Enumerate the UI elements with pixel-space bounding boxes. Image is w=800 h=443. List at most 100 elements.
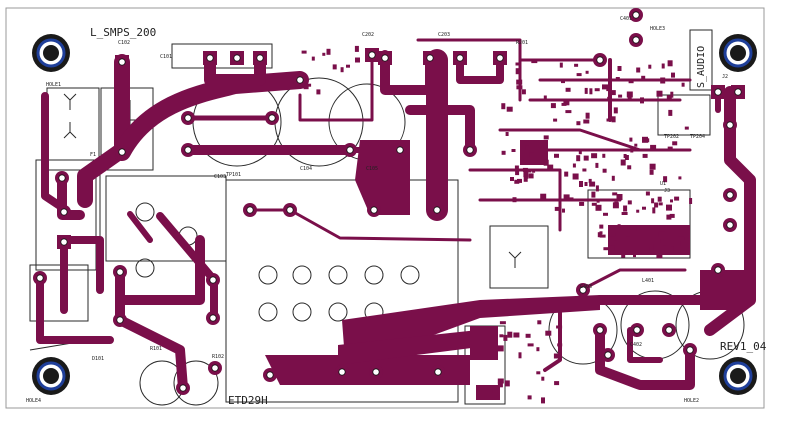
smd-pad (607, 96, 612, 100)
smd-pad (567, 197, 574, 202)
smd-pad (641, 75, 646, 79)
smd-pad (514, 179, 520, 184)
smd-pad (525, 333, 531, 338)
pad (293, 73, 307, 87)
label-j2: J2 (722, 74, 728, 80)
smd-pad (547, 164, 554, 169)
smd-pad (316, 89, 321, 95)
smd-pad (645, 191, 650, 196)
smd-pad (541, 376, 545, 381)
pad (335, 365, 349, 379)
smd-pad (531, 60, 538, 64)
label-c102: C102 (118, 40, 130, 46)
smd-pad (536, 347, 540, 352)
smd-pad (516, 85, 523, 90)
smd-pad (664, 250, 668, 254)
smd-pad (671, 242, 676, 247)
label-c104: C104 (300, 166, 312, 172)
smd-pad (614, 201, 619, 206)
smd-pad (595, 185, 599, 192)
board-revision: REV1_04 (720, 340, 767, 353)
smd-pad (525, 145, 530, 151)
smd-pad (654, 202, 659, 208)
smd-pad (557, 343, 563, 347)
smd-pad (689, 198, 693, 204)
smd-pad (633, 253, 636, 258)
smd-pad (340, 67, 344, 73)
smd-pad (516, 79, 523, 85)
smd-pad (545, 330, 552, 336)
label-hole3: HOLE3 (650, 26, 665, 32)
smd-pad (649, 169, 654, 175)
pad (243, 203, 257, 217)
pad (181, 111, 195, 125)
pad (365, 48, 379, 62)
pad (683, 343, 697, 357)
pad (423, 51, 437, 65)
smd-pad (514, 165, 519, 171)
smd-pad (629, 137, 633, 142)
label-tp204: TP204 (690, 134, 705, 140)
label-c203: C203 (438, 32, 450, 38)
board-title: L_SMPS_200 (90, 26, 156, 39)
smd-pad (523, 158, 529, 163)
smd-pad (576, 73, 582, 77)
smd-pad (611, 116, 616, 123)
smd-pad (621, 212, 628, 215)
smd-pad (513, 332, 520, 338)
smd-pad (670, 246, 674, 253)
smd-pad (565, 110, 572, 114)
pad (711, 85, 725, 99)
smd-pad (630, 148, 634, 153)
pad (208, 361, 222, 375)
pad (723, 118, 737, 132)
smd-pad (636, 209, 640, 213)
smd-pad (678, 236, 685, 241)
pad (630, 323, 644, 337)
smd-pad (599, 224, 604, 229)
smd-pad (650, 144, 657, 150)
label-r102: R102 (212, 354, 224, 360)
pad (115, 55, 129, 69)
smd-pad (606, 118, 612, 122)
smd-pad (523, 176, 528, 182)
smd-pad (322, 52, 326, 56)
pad (57, 235, 71, 249)
smd-pad (642, 206, 646, 210)
pad (378, 51, 392, 65)
pad (115, 145, 129, 159)
smd-pad (579, 201, 585, 206)
label-c101: C101 (160, 54, 172, 60)
label-d101: D101 (92, 356, 104, 362)
smd-pad (572, 163, 576, 168)
label-tp202: TP202 (664, 134, 679, 140)
pad (430, 203, 444, 217)
smd-pad (624, 155, 629, 160)
pad (711, 263, 725, 277)
smd-pad (584, 87, 588, 94)
smd-pad (616, 194, 623, 200)
smd-pad (595, 162, 599, 168)
label-c202: C202 (362, 32, 374, 38)
label-hole4: HOLE4 (26, 398, 41, 404)
smd-pad-clusters (301, 45, 693, 404)
smd-pad (656, 254, 663, 259)
smd-pad (610, 233, 616, 237)
smd-pad (311, 56, 315, 61)
smd-pad (651, 198, 655, 204)
smd-pad (582, 168, 587, 172)
mount-hole-bottom-left (32, 357, 70, 395)
smd-pad (652, 207, 656, 214)
smd-pad (661, 63, 665, 69)
smd-pad (666, 214, 672, 220)
smd-pad (627, 165, 632, 170)
smd-pad (543, 135, 549, 140)
pad (343, 143, 357, 157)
mount-hole-top-right (719, 34, 757, 72)
smd-pad (497, 378, 504, 384)
smd-pad (612, 192, 618, 196)
pad (629, 8, 643, 22)
smd-pad (518, 352, 522, 359)
smd-pad (599, 234, 606, 238)
smd-pad (667, 146, 673, 151)
